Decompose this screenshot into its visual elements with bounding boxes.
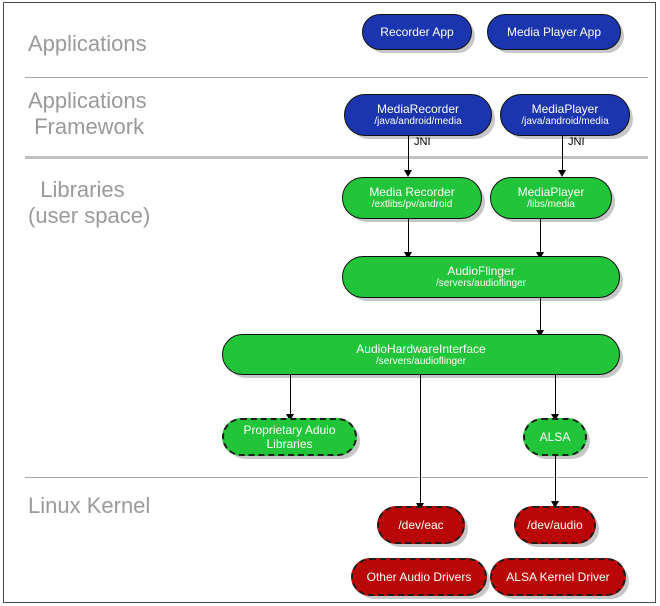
node-audio-hardware-interface-subtitle: /servers/audioflinger: [375, 355, 467, 367]
edge-label-jni-recorder: JNI: [414, 136, 431, 148]
node-media-player-app[interactable]: Media Player App: [487, 14, 621, 50]
node-media-player-framework[interactable]: MediaPlayer /java/android/media: [500, 94, 630, 136]
layer-label-applications: Applications: [28, 31, 147, 56]
node-alsa[interactable]: ALSA: [523, 418, 587, 456]
node-media-player-app-title: Media Player App: [506, 25, 602, 39]
node-media-recorder-lib-title: Media Recorder: [369, 185, 455, 199]
node-audio-flinger-title: AudioFlinger: [447, 264, 515, 278]
node-media-recorder-lib-subtitle: /extlibs/pv/android: [371, 199, 453, 210]
node-dev-eac-title: /dev/eac: [398, 518, 444, 532]
node-other-audio-drivers-title: Other Audio Drivers: [366, 570, 472, 584]
node-media-recorder-framework[interactable]: MediaRecorder /java/android/media: [344, 94, 492, 136]
node-alsa-title: ALSA: [539, 430, 571, 444]
node-audio-hardware-interface[interactable]: AudioHardwareInterface /servers/audiofli…: [222, 334, 620, 375]
node-media-player-framework-title: MediaPlayer: [531, 102, 599, 116]
connector-mediarecorder-jni: [408, 136, 409, 172]
edge-label-jni-player: JNI: [568, 136, 585, 148]
node-recorder-app-title: Recorder App: [380, 25, 454, 39]
arrowhead-mediaplayer-jni: [558, 170, 566, 177]
node-alsa-kernel-driver[interactable]: ALSA Kernel Driver: [490, 558, 626, 596]
node-proprietary-audio-libs-title: Proprietary Aduio: [243, 423, 336, 437]
node-media-player-lib[interactable]: MediaPlayer /libs/media: [490, 177, 612, 219]
connector-ahi-proprietary-audio-libs: [290, 375, 291, 417]
arrowhead-mediarecorder-jni: [404, 170, 412, 177]
connector-mediarecorderlib-audioflinger: [408, 219, 409, 254]
node-media-player-framework-subtitle: /java/android/media: [521, 116, 609, 127]
node-proprietary-audio-libs[interactable]: Proprietary Aduio Libraries: [222, 418, 357, 456]
arrowhead-alsa-dev-audio: [551, 501, 559, 508]
connector-mediaplayerlib-audioflinger: [540, 219, 541, 254]
node-media-recorder-lib[interactable]: Media Recorder /extlibs/pv/android: [342, 177, 482, 219]
node-media-player-lib-title: MediaPlayer: [517, 185, 585, 199]
node-audio-flinger[interactable]: AudioFlinger /servers/audioflinger: [342, 256, 620, 298]
connector-mediaplayer-jni: [562, 136, 563, 172]
node-audio-hardware-interface-title: AudioHardwareInterface: [356, 341, 486, 356]
divider-linux-kernel: [25, 477, 648, 478]
node-proprietary-audio-libs-subtitle: Libraries: [266, 437, 313, 451]
layer-label-libraries: Libraries (user space): [28, 177, 151, 228]
node-dev-audio[interactable]: /dev/audio: [514, 506, 596, 544]
connector-ahi-dev-eac: [420, 375, 421, 506]
node-media-recorder-framework-subtitle: /java/android/media: [374, 116, 462, 127]
node-audio-flinger-subtitle: /servers/audioflinger: [435, 278, 527, 289]
node-media-recorder-framework-title: MediaRecorder: [376, 102, 460, 116]
layer-label-linux-kernel: Linux Kernel: [28, 493, 151, 518]
layer-label-applications-framework: Applications Framework: [28, 88, 147, 139]
node-other-audio-drivers[interactable]: Other Audio Drivers: [351, 558, 487, 596]
node-media-player-lib-subtitle: /libs/media: [527, 199, 575, 210]
node-dev-eac[interactable]: /dev/eac: [377, 506, 465, 544]
divider-applications: [25, 77, 648, 78]
connector-audioflinger-audiohardwareinterface: [540, 298, 541, 332]
connector-alsa-dev-audio: [555, 455, 556, 504]
node-recorder-app[interactable]: Recorder App: [362, 14, 472, 50]
divider-framework: [25, 156, 648, 159]
connector-ahi-alsa: [555, 375, 556, 417]
node-dev-audio-title: /dev/audio: [527, 518, 583, 532]
node-alsa-kernel-driver-title: ALSA Kernel Driver: [506, 570, 610, 584]
